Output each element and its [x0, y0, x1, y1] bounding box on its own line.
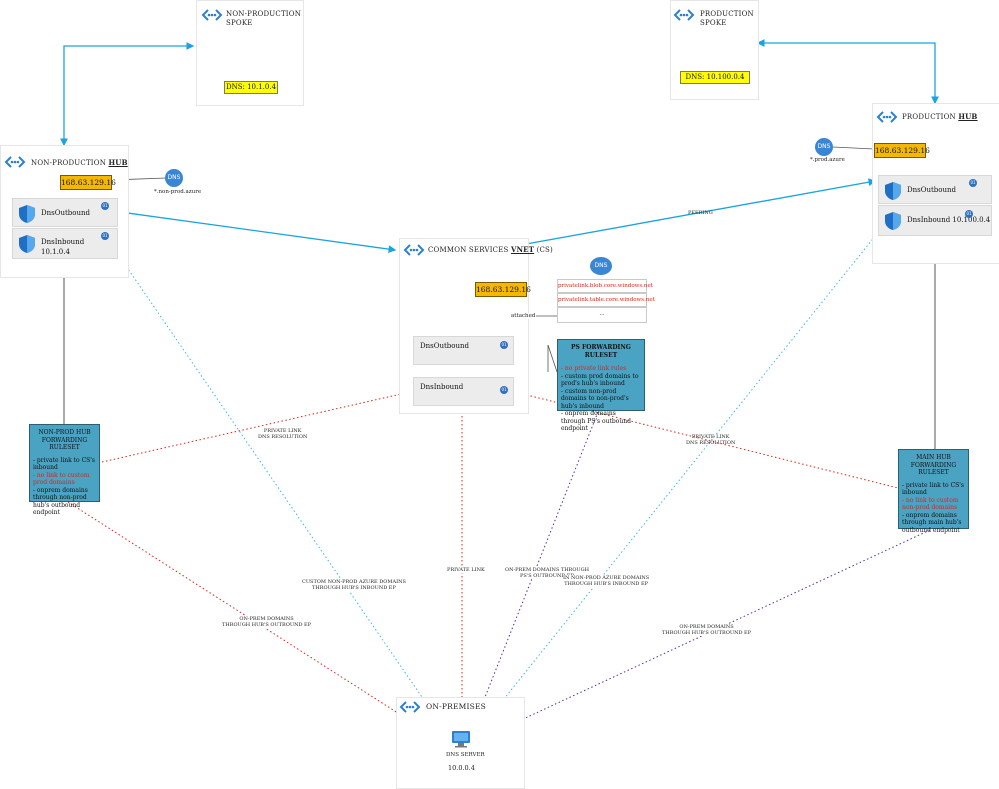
nonprod-hub-title: NON-PRODUCTION HUB	[31, 158, 128, 167]
nonprod-dns-zone: *.non-prod.azure	[154, 189, 202, 195]
pl-right	[514, 391, 899, 489]
endpoint-badge: 01	[965, 210, 973, 218]
shield-icon	[885, 182, 901, 200]
dns-server-label: DNS SERVER	[446, 752, 485, 758]
shield-icon	[19, 235, 35, 253]
vnet-icon	[399, 701, 421, 713]
prod-hub-ip: 168.63.129.16	[874, 143, 930, 158]
dns-icon: DNS	[815, 138, 833, 156]
shield-icon	[19, 205, 35, 223]
shield-icon	[885, 212, 901, 230]
prod-dnsinbound[interactable]: DnsInbound 10.100.0.4 01	[878, 205, 992, 236]
nonprod-dnsoutbound[interactable]: DnsOutbound 01	[12, 198, 118, 227]
prod-dns-zone: *.prod.azure	[810, 157, 845, 163]
peering-np-spoke-hub	[60, 42, 195, 147]
edge-label-private-link: PRIVATE LINK	[447, 567, 485, 573]
prod-inbound-blue	[474, 229, 881, 736]
prod-dnsoutbound[interactable]: DnsOutbound 01	[878, 175, 992, 204]
dns-server-ip: 10.0.0.4	[448, 764, 475, 772]
cs-forwarding-ruleset[interactable]: PS FORWARDING RULESET - no private link …	[557, 339, 645, 432]
main-forwarding-ruleset[interactable]: MAIN HUB FORWARDING RULESET - private li…	[898, 449, 969, 534]
edge-label-peering: PEERING	[688, 210, 713, 216]
peering-cs-prod-hub	[513, 178, 877, 249]
cs-dnsoutbound[interactable]: DnsOutbound 01	[413, 336, 514, 365]
onprem-title: ON-PREMISES	[426, 702, 487, 711]
peering-np-hub-cs	[118, 209, 397, 253]
endpoint-badge: 01	[101, 202, 109, 210]
cs-inbound-to-ruleset	[547, 344, 558, 373]
vnet-icon	[876, 111, 898, 123]
prod-hub-title: PRODUCTION HUB	[902, 112, 978, 121]
dns-icon: DNS	[590, 257, 612, 275]
endpoint-badge: 01	[500, 386, 508, 394]
vnet-icon	[403, 244, 425, 256]
vnet-icon	[4, 156, 26, 168]
private-zone-table[interactable]: privatelink.table.core.windows.net	[557, 293, 655, 307]
endpoint-badge: 01	[500, 341, 508, 349]
prod-spoke-dns: DNS: 10.100.0.4	[680, 71, 750, 84]
private-zone-more[interactable]: ...	[557, 307, 647, 323]
cs-dnsinbound[interactable]: DnsInbound 01	[413, 377, 514, 406]
dns-icon: DNS	[165, 169, 183, 187]
common-ip: 168.63.129.16	[475, 282, 531, 297]
server-icon	[452, 731, 470, 748]
vnet-icon	[673, 9, 695, 21]
nonprod-forwarding-ruleset[interactable]: NON-PROD HUB FORWARDING RULESET - privat…	[29, 424, 100, 516]
endpoint-badge: 01	[101, 232, 109, 240]
pl-left	[101, 391, 411, 463]
nonprod-spoke-dns: DNS: 10.1.0.4	[224, 81, 278, 94]
nonprod-hub-ip: 168.63.129.16	[60, 175, 116, 190]
vnet-icon	[201, 9, 223, 21]
peering-prod-spoke-hub	[756, 39, 939, 105]
common-services-title: COMMON SERVICES VNET (CS)	[428, 245, 553, 254]
prod-dns-to-ip	[832, 146, 875, 150]
attached-label: attached	[510, 313, 537, 319]
private-zone-blob[interactable]: privatelink.blob.core.windows.net	[557, 279, 653, 293]
endpoint-badge: 01	[969, 179, 977, 187]
